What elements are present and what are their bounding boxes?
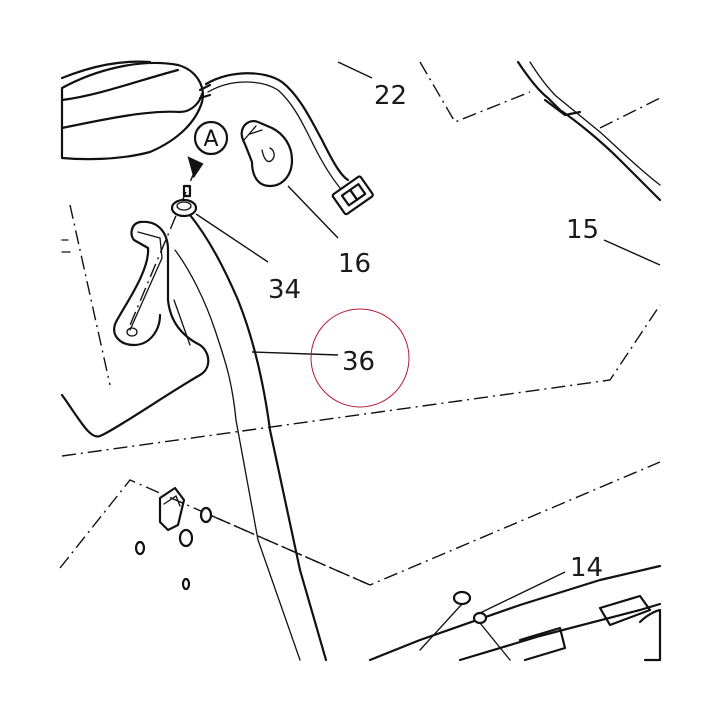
tail-grommet — [452, 590, 472, 606]
centerline-upper — [61, 304, 661, 457]
fairing-inner — [529, 61, 661, 186]
lower-panel-fixtures — [134, 486, 213, 591]
wire-inner — [207, 81, 341, 189]
grommet-34 — [170, 184, 198, 218]
fairing-outer — [516, 60, 662, 202]
callout-a-axis — [127, 167, 197, 331]
housing-edge-top — [60, 68, 180, 102]
indicator-housing — [60, 60, 212, 161]
left-bracket — [60, 220, 210, 438]
panel-fastener-washer — [199, 506, 213, 524]
leader-14 — [477, 571, 566, 615]
tail-assembly-14 — [368, 564, 662, 662]
fairing-notch — [543, 98, 582, 117]
label-36: 36 — [342, 347, 375, 377]
bulb-16 — [240, 120, 294, 188]
slot-clip-inner — [163, 495, 181, 507]
leader-16 — [287, 185, 339, 239]
panel-edge-inner — [174, 249, 301, 661]
hidden-lines — [59, 61, 661, 586]
tail-bracket — [638, 608, 662, 662]
leader-36 — [251, 351, 339, 356]
wire-connector — [331, 175, 374, 216]
callout-a-letter: A — [203, 127, 218, 152]
panel-hole-3 — [181, 577, 191, 591]
wire-harness-22 — [204, 72, 374, 216]
label-15: 15 — [566, 215, 599, 245]
tail-edge-upper — [368, 564, 662, 662]
wire-outer — [204, 72, 350, 182]
callout-a-circle — [193, 120, 229, 156]
leader-lines — [195, 61, 661, 615]
grommet-stem — [182, 184, 192, 198]
label-16: 16 — [338, 249, 371, 279]
highlight-ring — [310, 308, 410, 408]
callout-a-arrowhead — [187, 156, 204, 179]
tail-fastener-axis — [419, 603, 511, 661]
bracket-inner-edge — [129, 231, 163, 331]
housing-socket — [198, 83, 212, 100]
panel-36 — [173, 213, 328, 662]
bulb-glass — [240, 120, 294, 188]
part-labels: 22 16 15 34 36 14 — [268, 81, 603, 583]
slot-clip — [158, 486, 186, 532]
leader-34 — [195, 213, 269, 263]
hidden-outline-top — [419, 61, 531, 123]
bulb-base-rings — [243, 125, 263, 141]
housing-edge-mid — [60, 92, 204, 130]
label-34: 34 — [268, 275, 301, 305]
tail-washer — [472, 611, 488, 625]
leader-15 — [603, 239, 661, 266]
panel-hole-1 — [178, 528, 194, 548]
housing-rim — [60, 60, 152, 80]
bulb-filament — [261, 147, 275, 163]
tail-lens-b — [518, 626, 567, 662]
leader-22 — [337, 61, 373, 79]
bracket-hole — [126, 327, 138, 337]
panel-edge-outer — [188, 213, 328, 662]
centerline-lower — [59, 461, 661, 586]
bracket-outline — [60, 220, 210, 438]
fairing-hidden — [599, 97, 661, 129]
hidden-outline-left — [69, 204, 111, 386]
panel-crease — [173, 299, 191, 346]
tail-lens-a — [598, 594, 652, 627]
label-14: 14 — [570, 553, 603, 583]
fastener-axis — [209, 514, 371, 586]
bracket-tick — [61, 239, 71, 253]
grommet-hole — [176, 201, 192, 211]
housing-body — [60, 61, 204, 161]
fairing-15 — [516, 60, 662, 202]
panel-hole-2 — [134, 540, 146, 556]
label-22: 22 — [374, 81, 407, 111]
